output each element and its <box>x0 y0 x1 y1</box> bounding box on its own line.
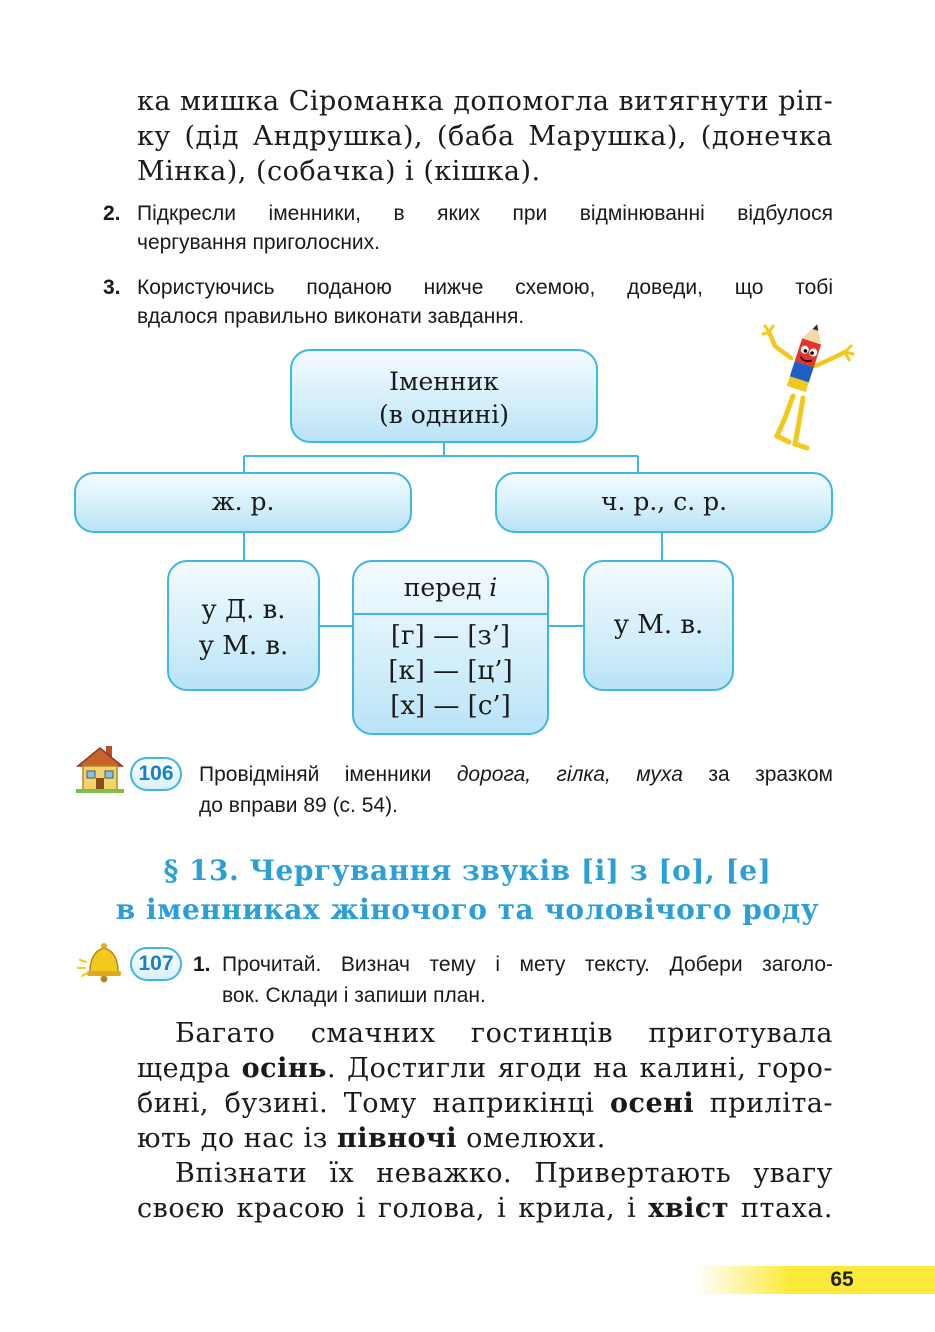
reading-chunk: омелюхи. <box>457 1123 606 1154</box>
exercise-number-badge: 107 <box>130 947 182 981</box>
scheme-alternation-row: [х] — [с’] <box>390 691 511 721</box>
reading-chunk: . Достигли ягоди на калині, горо- <box>326 1053 834 1084</box>
task-text-line: вдалося правильно виконати завдання. <box>137 305 525 328</box>
scheme-root-subtitle: (в однині) <box>379 400 509 429</box>
task-text-line: чергування приголосних. <box>137 231 380 254</box>
scheme-alternation-row: [г] — [з’] <box>390 621 511 651</box>
task-3: 3. Користуючись поданою нижче схемою, до… <box>103 273 833 331</box>
task-number: 3. <box>103 276 121 299</box>
section-heading-line1: § 13. Чергування звуків [і] з [о], [е] <box>163 854 772 887</box>
scheme-dative-label: у Д. в. <box>201 595 286 625</box>
scheme-alternation-row: [к] — [ц’] <box>388 656 513 686</box>
text-line: Мінка), (собачка) і (кішка). <box>137 156 541 187</box>
page-number: 65 <box>830 1268 854 1291</box>
reading-chunk: щедра <box>137 1053 242 1084</box>
text-line: ку (дід Андрушка), (баба Марушка), (доне… <box>137 121 833 152</box>
scheme-locative-right-label: у М. в. <box>613 610 704 640</box>
scheme-locative-right-box: у М. в. <box>583 560 734 691</box>
reading-bold-word: хвіст <box>648 1193 730 1224</box>
exercise-106-text-a: Провідміняй іменники <box>199 763 457 786</box>
text-line: ка мишка Сіроманка допомогла витягнути р… <box>137 86 834 117</box>
exercise-number-badge: 106 <box>130 757 182 791</box>
intro-paragraph: ка мишка Сіроманка допомогла витягнути р… <box>137 84 833 189</box>
pencil-mascot-icon <box>761 324 855 451</box>
reading-line: бині, бузині. Тому наприкінці осені прил… <box>137 1086 833 1121</box>
reading-text: Багато смачних гостинців приготувала щед… <box>137 1016 833 1226</box>
reading-line: ють до нас із півночі омелюхи. <box>137 1121 833 1156</box>
scheme-masc-neuter-box: ч. р., с. р. <box>495 472 833 533</box>
reading-chunk: бині, бузині. Тому наприкінці <box>137 1088 610 1119</box>
scheme-root-box: Іменник (в однині) <box>290 349 598 443</box>
reading-bold-word: півночі <box>336 1123 458 1154</box>
reading-bold-word: осені <box>610 1088 695 1119</box>
reading-line: щедра осінь. Достигли ягоди на калині, г… <box>137 1051 833 1086</box>
exercise-number: 107 <box>138 952 174 975</box>
exercise-106-words: дорога, гілка, муха <box>456 763 683 786</box>
section-heading-line2: в іменниках жіночого та чоловічого роду <box>115 893 820 926</box>
reading-line: Впізнати їх неважко. Привертають увагу <box>175 1158 833 1189</box>
exercise-107-line1: Прочитай. Визнач тему і мету тексту. Доб… <box>222 953 833 976</box>
scheme-alternation-rows: [г] — [з’] [к] — [ц’] [х] — [с’] <box>354 615 547 724</box>
reading-bold-word: осінь <box>241 1053 327 1084</box>
reading-chunk: приліта- <box>694 1088 833 1119</box>
reading-chunk: ють до нас із <box>137 1123 337 1154</box>
house-icon <box>76 746 124 793</box>
exercise-107-line2: вок. Склади і запиши план. <box>222 984 486 1007</box>
reading-chunk: птаха. <box>729 1193 833 1224</box>
exercise-number: 106 <box>138 762 174 785</box>
scheme-alternation-header: перед і <box>354 562 547 615</box>
exercise-106-text-b: за зразком <box>682 763 833 786</box>
task-2: 2. Підкресли іменники, в яких при відмін… <box>103 199 833 257</box>
reading-chunk: своєю красою і голова, і крила, і <box>137 1193 649 1224</box>
footer-bar <box>695 1266 935 1294</box>
exercise-107-task-number: 1. <box>193 953 211 976</box>
scheme-header-text: перед <box>403 573 490 602</box>
exercise-106-line2: до вправи 89 (с. 54). <box>199 794 398 817</box>
scheme-masc-neuter-label: ч. р., с. р. <box>600 487 728 516</box>
bell-icon <box>77 943 121 983</box>
scheme-root-title: Іменник <box>389 367 499 396</box>
reading-line: Багато смачних гостинців приготувала <box>175 1018 833 1049</box>
exercise-106-line: Провідміняй іменники дорога, гілка, муха… <box>199 759 833 790</box>
exercise-107-text: 1. Прочитай. Визнач тему і мету тексту. … <box>193 949 833 1011</box>
scheme-dative-locative-box: у Д. в. у М. в. <box>167 560 320 691</box>
task-number: 2. <box>103 202 121 225</box>
reading-line: своєю красою і голова, і крила, і хвіст … <box>137 1191 833 1226</box>
scheme-feminine-box: ж. р. <box>74 472 412 533</box>
scheme-feminine-label: ж. р. <box>211 487 275 516</box>
task-text-line: Користуючись поданою нижче схемою, довед… <box>137 276 833 299</box>
scheme-locative-label: у М. в. <box>198 631 289 661</box>
task-text-line: Підкресли іменники, в яких при відмінюва… <box>137 202 833 225</box>
scheme-alternation-box: перед і [г] — [з’] [к] — [ц’] [х] — [с’] <box>352 560 549 735</box>
exercise-106-text: Провідміняй іменники дорога, гілка, муха… <box>199 759 833 821</box>
scheme-header-letter: і <box>489 573 498 602</box>
scheme-connectors <box>243 443 663 627</box>
